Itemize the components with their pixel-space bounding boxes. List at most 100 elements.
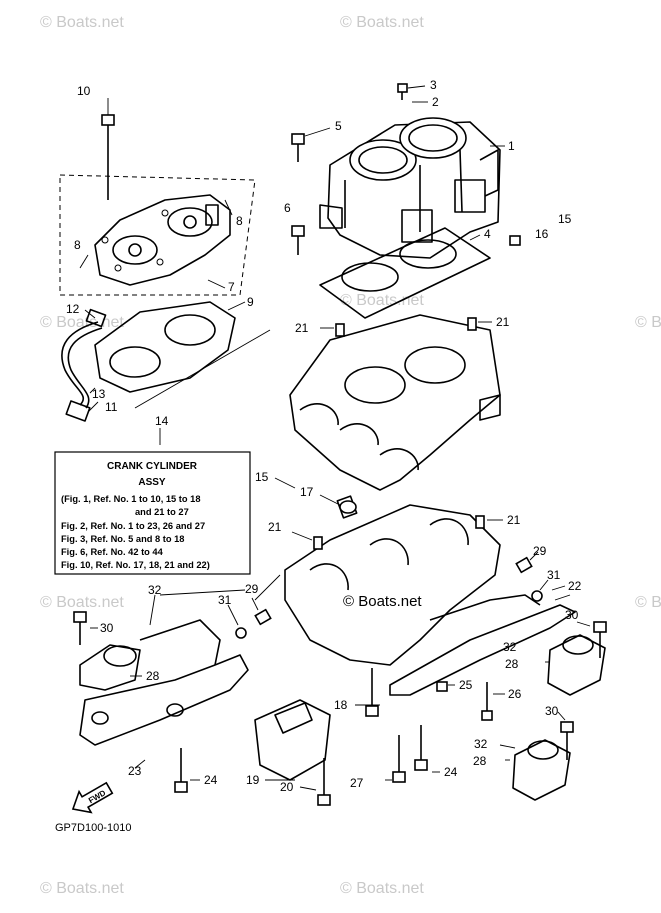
cylinder-block-drawing <box>319 117 501 259</box>
callout-19: 19 <box>246 773 260 787</box>
callout-8a: 8 <box>236 214 243 228</box>
callout-32c: 32 <box>474 737 488 751</box>
callout-numbers: 1 2 3 4 5 6 7 8 8 9 10 11 12 13 14 15 15… <box>66 78 582 794</box>
diagram-code: GP7D100-1010 <box>55 822 131 834</box>
callout-16: 16 <box>535 227 549 241</box>
callout-7: 7 <box>228 280 235 294</box>
water-hose-drawing <box>61 308 107 422</box>
watermark: © Boats.net <box>343 593 422 610</box>
callout-18: 18 <box>334 698 348 712</box>
legend-line: Fig. 6, Ref. No. 42 to 44 <box>61 547 164 557</box>
callout-15b: 15 <box>255 470 269 484</box>
bolt-5 <box>291 133 305 162</box>
callout-9: 9 <box>247 295 254 309</box>
callout-30a: 30 <box>100 621 114 635</box>
legend-line: Fig. 2, Ref. No. 1 to 23, 26 and 27 <box>61 521 205 531</box>
callout-31b: 31 <box>547 568 561 582</box>
callout-4: 4 <box>484 227 491 241</box>
left-engine-mount-drawing <box>79 619 249 746</box>
callout-1: 1 <box>508 139 515 153</box>
callout-24b: 24 <box>444 765 458 779</box>
callout-14: 14 <box>155 414 169 428</box>
callout-32a: 32 <box>148 583 162 597</box>
callout-15a: 15 <box>558 212 572 226</box>
watermarks: © Boats.net © Boats.net © Boats.net © Bo… <box>40 14 661 897</box>
callout-20: 20 <box>280 780 294 794</box>
bolt-10 <box>101 114 115 200</box>
callout-31a: 31 <box>218 593 232 607</box>
bolt-30c <box>560 721 574 760</box>
cylinder-gasket-drawing <box>319 227 491 319</box>
callout-30c: 30 <box>545 704 559 718</box>
watermark: © Boats.net <box>40 314 124 331</box>
callout-2: 2 <box>432 95 439 109</box>
callout-28a: 28 <box>146 669 160 683</box>
bolt-29b <box>254 608 272 626</box>
legend-subtitle: ASSY <box>138 477 166 488</box>
legend-line: (Fig. 1, Ref. No. 1 to 10, 15 to 18 <box>61 494 201 504</box>
callout-22: 22 <box>568 579 582 593</box>
bolt-30a <box>73 611 87 645</box>
legend-title: CRANK CYLINDER <box>107 461 198 472</box>
plug-17 <box>339 500 357 514</box>
watermark: © Boats.net <box>340 14 424 31</box>
watermark: © Boats.net <box>40 594 124 611</box>
washer-31b <box>531 590 543 602</box>
bolt-27 <box>392 735 406 783</box>
watermark: © Boats.net <box>40 880 124 897</box>
watermark: © Boats.net <box>40 14 124 31</box>
bolt-18 <box>365 668 379 717</box>
bolt-16 <box>509 235 521 246</box>
bolt-29a <box>515 556 533 574</box>
callout-21d: 21 <box>268 520 282 534</box>
callout-25: 25 <box>459 678 473 692</box>
callout-12: 12 <box>66 302 80 316</box>
fwd-arrow: FWD <box>71 781 114 814</box>
legend-line: and 21 to 27 <box>135 507 189 517</box>
callout-23: 23 <box>128 764 142 778</box>
bolt-24b <box>174 748 188 793</box>
mount-bracket-drawing <box>254 699 331 781</box>
callout-6: 6 <box>284 201 291 215</box>
bolts <box>73 83 607 806</box>
callout-21c: 21 <box>507 513 521 527</box>
washer-31a <box>235 627 247 639</box>
callout-8b: 8 <box>74 238 81 252</box>
head-gasket-drawing <box>94 301 236 393</box>
pin-21c <box>475 515 485 529</box>
callout-21a: 21 <box>295 321 309 335</box>
watermark: © Boats.net <box>340 880 424 897</box>
callout-21b: 21 <box>496 315 510 329</box>
crankcase-upper-drawing <box>289 314 501 491</box>
bolt-25 <box>436 681 448 692</box>
pin-21b <box>467 317 477 331</box>
bolt-30b <box>593 621 607 658</box>
callout-29b: 29 <box>245 582 259 596</box>
callout-26: 26 <box>508 687 522 701</box>
callout-28c: 28 <box>473 754 487 768</box>
callout-13: 13 <box>92 387 106 401</box>
right-engine-mount-drawing <box>389 594 606 801</box>
callout-29a: 29 <box>533 544 547 558</box>
crankcase-lower-drawing <box>284 495 501 666</box>
callout-24a: 24 <box>204 773 218 787</box>
callout-3: 3 <box>430 78 437 92</box>
watermark: © Boats.net <box>635 314 661 331</box>
callout-11: 11 <box>105 400 118 414</box>
watermark: © Boats.net <box>635 594 661 611</box>
pin-21a <box>335 323 345 337</box>
cylinder-head-group <box>59 174 256 296</box>
legend-box: CRANK CYLINDER ASSY (Fig. 1, Ref. No. 1 … <box>54 451 251 575</box>
watermark: © Boats.net <box>340 292 424 309</box>
bolt-24a <box>414 725 428 771</box>
leader-lines <box>79 85 591 791</box>
legend-line: Fig. 10, Ref. No. 17, 18, 21 and 22) <box>61 560 210 570</box>
callout-30b: 30 <box>565 608 579 622</box>
callout-17: 17 <box>300 485 314 499</box>
callout-28b: 28 <box>505 657 519 671</box>
legend-line: Fig. 3, Ref. No. 5 and 8 to 18 <box>61 534 184 544</box>
callout-27: 27 <box>350 776 364 790</box>
bolt-6 <box>291 225 305 255</box>
pin-21d <box>313 536 323 550</box>
